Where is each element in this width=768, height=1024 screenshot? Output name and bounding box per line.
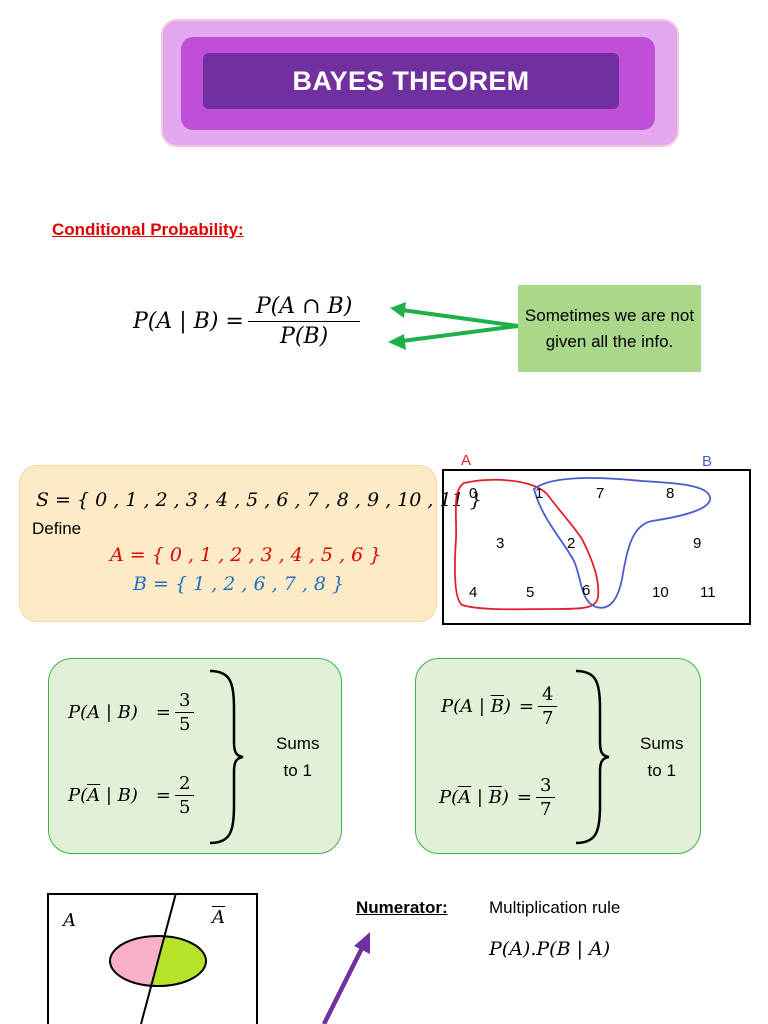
eq-numerator: 3	[178, 690, 191, 711]
multiplication-rule-formula: P(A).P(B | A)	[489, 938, 611, 960]
eq-lhs: P(A | B)	[68, 702, 138, 723]
eq-denominator: 5	[175, 795, 195, 818]
venn-label-b: B	[702, 453, 713, 470]
eq-fraction: 3 5	[174, 690, 195, 735]
venn-number: 9	[693, 535, 702, 552]
arrow-to-denominator	[401, 324, 519, 343]
eq-numerator: 2	[179, 773, 191, 794]
numerator-label: Numerator:	[356, 898, 448, 917]
venn-label-a: A	[461, 452, 472, 469]
set-b-definition: B = { 1 , 2 , 6 , 7 , 8 }	[133, 573, 345, 595]
define-label: Define	[32, 519, 82, 538]
sample-space-set: S = { 0 , 1 , 2 , 3 , 4 , 5 , 6 , 7 , 8 …	[36, 489, 482, 511]
right-brace-icon	[209, 669, 244, 845]
venn-number: 6	[582, 582, 591, 599]
prob-not-a-given-not-b: P(A | B) = 3 7	[439, 775, 556, 820]
venn-number: 3	[496, 535, 505, 552]
venn-number: 4	[469, 584, 478, 601]
venn-number: 8	[666, 485, 675, 502]
eq-lhs: P(A | B)	[441, 696, 511, 717]
venn-number: 11	[700, 584, 716, 601]
multiplication-rule-label: Multiplication rule	[489, 898, 621, 917]
venn-number: 2	[567, 535, 576, 552]
conditional-probability-formula: P(A | B) = P(A ∩ B) P(B)	[133, 288, 361, 354]
eq-fraction: 2 5	[175, 773, 195, 818]
small-venn-frame	[47, 893, 258, 1024]
eq-fraction: 4 7	[538, 684, 558, 729]
small-venn-label-a: A	[63, 910, 76, 931]
formula-numerator: P(A ∩ B)	[255, 293, 353, 319]
sample-space-box	[19, 465, 437, 622]
small-venn-label-not-a: A	[212, 907, 225, 928]
eq-lhs: P(A | B)	[439, 787, 509, 808]
arrowhead-top	[390, 302, 406, 318]
formula-denominator: P(B)	[247, 320, 361, 349]
given-b-probabilities-box	[48, 658, 342, 854]
venn-number: 1	[535, 485, 544, 502]
venn-diagram-frame	[442, 469, 751, 625]
info-note-box: Sometimes we are not given all the info.	[518, 285, 701, 372]
eq-lhs: P(A | B)	[68, 785, 138, 806]
given-not-b-probabilities-box	[415, 658, 701, 854]
venn-number: 5	[526, 584, 535, 601]
conditional-probability-heading: Conditional Probability:	[52, 220, 244, 239]
purple-arrow-icon	[321, 932, 370, 1024]
page-title: BAYES THEOREM	[203, 53, 619, 109]
venn-set-b-outline	[532, 477, 711, 609]
eq-numerator: 4	[542, 684, 554, 705]
event-b-ellipse	[109, 935, 207, 987]
venn-diagram-curves	[453, 477, 711, 611]
small-venn-diagram	[109, 893, 207, 1024]
venn-number: 7	[596, 485, 605, 502]
prob-not-a-given-b: P(A | B) = 2 5	[68, 773, 195, 818]
venn-set-a-outline	[453, 478, 600, 611]
eq-denominator: 7	[536, 797, 556, 820]
venn-number: 0	[469, 485, 478, 502]
green-arrows-icon	[388, 302, 519, 350]
arrow-to-numerator	[401, 308, 519, 328]
arrowhead-bottom	[388, 334, 406, 350]
formula-lhs: P(A | B) =	[133, 308, 244, 334]
partition-line	[140, 893, 177, 1024]
right-brace-icon	[575, 669, 610, 845]
prob-a-given-b: P(A | B) = 3 5	[68, 690, 195, 735]
formula-fraction: P(A ∩ B) P(B)	[247, 293, 361, 349]
eq-denominator: 7	[538, 706, 558, 729]
set-a-definition: A = { 0 , 1 , 2 , 3 , 4 , 5 , 6 }	[110, 544, 382, 566]
eq-denominator: 5	[174, 712, 195, 735]
eq-numerator: 3	[540, 775, 552, 796]
eq-fraction: 3 7	[536, 775, 556, 820]
prob-a-given-not-b: P(A | B) = 4 7	[441, 684, 558, 729]
venn-number: 10	[652, 584, 669, 601]
